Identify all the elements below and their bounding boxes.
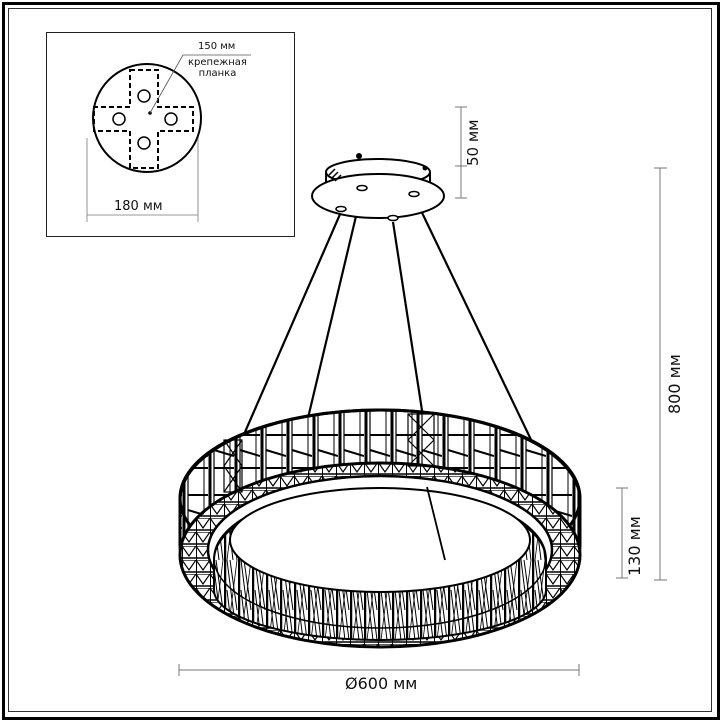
total-height-label: 800 мм xyxy=(665,354,684,414)
ceiling-canopy xyxy=(311,153,445,222)
canopy-height-label: 50 мм xyxy=(464,119,482,167)
bracket-label-line2: планка xyxy=(198,68,237,79)
bracket-label: крепежная планка xyxy=(188,57,247,79)
ring-diameter-label: Ø600 мм xyxy=(345,674,418,693)
inner-frame-border xyxy=(8,8,712,712)
bracket-size-label: 150 мм xyxy=(198,41,236,52)
canopy-diameter-label: 180 мм xyxy=(114,199,163,214)
mounting-plate-inset xyxy=(46,32,295,237)
crystal-ring xyxy=(178,408,582,649)
ring-height-label: 130 мм xyxy=(625,516,644,576)
bracket-label-line1: крепежная xyxy=(188,57,247,68)
canopy-top-view xyxy=(86,54,251,222)
dimension-lines xyxy=(178,106,667,676)
